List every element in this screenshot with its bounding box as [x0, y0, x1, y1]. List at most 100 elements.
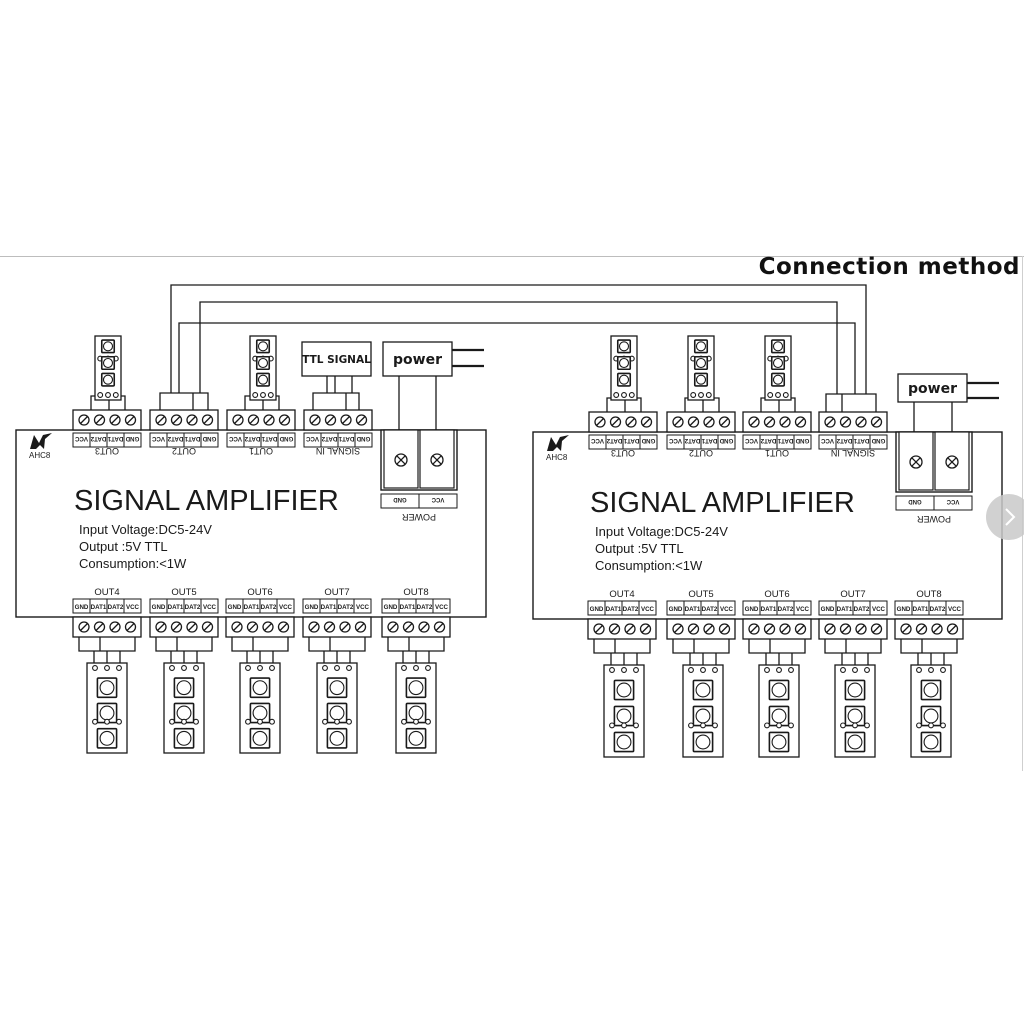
contact-dot: [334, 718, 340, 725]
cascade-wire-1: [170, 284, 867, 394]
pin-label: DAT1: [685, 606, 701, 613]
pin-label: DAT2: [702, 606, 718, 613]
screw-icon: [748, 623, 760, 635]
brand-label: AHC8: [546, 453, 568, 462]
contact-dot: [92, 718, 98, 725]
screw-icon: [124, 414, 137, 426]
pin-label: VCC: [668, 437, 682, 444]
top-led-strip-assembly: [606, 335, 642, 412]
top-led-strip-assembly: [760, 335, 796, 412]
contact-dot: [181, 718, 187, 725]
screw-icon: [593, 623, 605, 635]
power-label: POWER: [402, 512, 437, 522]
pin-label: VCC: [872, 606, 886, 613]
screw-icon: [931, 623, 943, 635]
screw-icon: [703, 416, 715, 428]
screw-icon: [624, 623, 636, 635]
pin-label: DAT1: [321, 604, 337, 611]
power-label: POWER: [917, 514, 952, 524]
contact-dot: [346, 665, 352, 671]
pin-label: VCC: [641, 606, 655, 613]
led-strip: [316, 662, 358, 754]
screw-icon: [839, 416, 852, 428]
contact-dot: [92, 665, 98, 671]
port-label: OUT2: [172, 446, 196, 456]
pin-label: DAT2: [606, 437, 622, 444]
contact-dot: [267, 392, 274, 398]
terminal-block: [666, 411, 736, 433]
screw-icon: [201, 621, 214, 633]
pin-label: GND: [897, 606, 911, 613]
screw-icon: [231, 621, 243, 633]
pin-label: VCC: [720, 606, 734, 613]
port-label: OUT6: [247, 587, 272, 598]
contact-dot: [852, 722, 858, 729]
screw-icon: [763, 623, 776, 635]
screw-icon: [687, 416, 700, 428]
contact-dot: [401, 718, 407, 725]
contact-dot: [712, 667, 718, 673]
contact-dot: [609, 667, 615, 673]
next-slide-button[interactable]: [986, 494, 1024, 540]
contact-dot: [112, 392, 119, 398]
pin-label: VCC: [126, 604, 140, 611]
ttl-signal-source: TTL SIGNAL: [301, 341, 372, 410]
contact-dot: [764, 722, 770, 729]
pin-label: DAT2: [108, 604, 124, 611]
pin-label: GND: [393, 496, 407, 502]
terminal-block: [302, 616, 372, 638]
contact-dot: [245, 665, 251, 671]
screw-icon: [387, 621, 399, 633]
pin-label: VCC: [796, 606, 810, 613]
brand-logo-icon: [30, 433, 52, 449]
pin-label: DAT1: [91, 604, 107, 611]
led-strip: [395, 662, 437, 754]
port-label: OUT1: [249, 446, 273, 456]
contact-dot: [334, 665, 340, 671]
pin-label: DAT2: [684, 437, 700, 444]
pin-label: GND: [152, 604, 166, 611]
port-label: OUT8: [916, 589, 941, 600]
contact-dot: [767, 392, 774, 398]
port-label: OUT4: [609, 589, 634, 600]
screw-icon: [247, 414, 260, 426]
port-label: OUT7: [840, 589, 865, 600]
contact-dot: [628, 392, 635, 398]
port-label: OUT5: [171, 587, 196, 598]
contact-dot: [425, 718, 431, 725]
pin-label: DAT2: [261, 604, 277, 611]
pin-label: GND: [719, 437, 733, 444]
screw-icon: [718, 416, 731, 428]
screw-icon: [323, 621, 336, 633]
led-strip: [687, 335, 715, 401]
screw-icon: [93, 621, 106, 633]
screw-icon: [779, 623, 791, 635]
brand-logo: AHC8: [546, 435, 569, 462]
contact-dot: [413, 718, 419, 725]
screw-icon: [263, 414, 275, 426]
pin-label: GND: [356, 435, 370, 442]
contact-dot: [609, 722, 615, 729]
contact-dot: [269, 665, 275, 671]
screw-icon: [201, 414, 214, 426]
terminal-block: [666, 618, 736, 640]
pin-label: GND: [821, 606, 835, 613]
screw-icon: [625, 416, 637, 428]
port-label: SIGNAL IN: [316, 446, 360, 456]
screw-icon: [109, 414, 121, 426]
led-strip: [834, 664, 876, 758]
screw-icon: [703, 623, 715, 635]
screw-icon: [308, 621, 320, 633]
terminal-block: [72, 409, 142, 431]
pin-label: GND: [279, 435, 293, 442]
